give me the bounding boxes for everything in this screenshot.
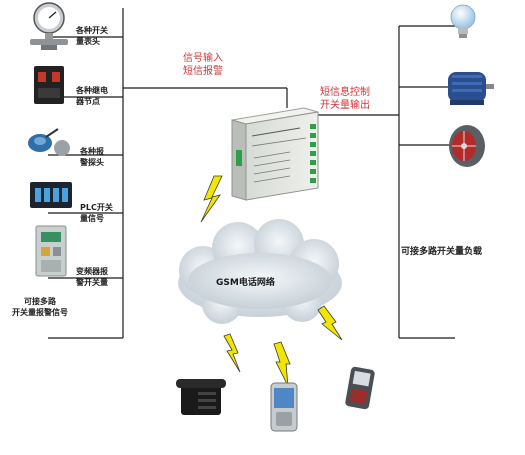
electric-motor-icon	[448, 72, 494, 105]
light-bulb-icon	[450, 4, 476, 38]
output-bus-note: 可接多路开关量负载	[401, 247, 483, 257]
relay-icon	[34, 66, 64, 104]
plc-module-icon	[30, 182, 72, 208]
mobile-phone-icon	[345, 366, 375, 410]
exhaust-fan-icon	[449, 125, 485, 167]
input-label-inverter: 变频器报 警开关量	[76, 267, 108, 287]
input-label-relay: 各种继电 器节点	[76, 86, 108, 106]
gsm-controller-device	[231, 107, 319, 201]
input-label-probe: 各种报 警探头	[80, 147, 104, 167]
inverter-icon	[35, 225, 67, 277]
signal-input-annotation: 信号输入 短信报警	[183, 53, 223, 77]
input-label-plc: PLC开关 量信号	[80, 203, 113, 223]
input-label-gauge: 各种开关 量表头	[76, 26, 108, 46]
gsm-network-cloud	[178, 219, 342, 324]
network-label: GSM电话网络	[216, 278, 275, 288]
wireless-bolt-icon	[200, 175, 343, 387]
alarm-probe-icon	[28, 128, 70, 156]
pressure-gauge-icon	[30, 2, 68, 50]
output-bus	[315, 25, 455, 339]
sms-output-annotation: 短信息控制 开关量输出	[320, 87, 370, 111]
input-bus-note: 可接多路 开关量报警信号	[12, 297, 68, 317]
pda-phone-icon	[270, 382, 298, 432]
desk-phone-icon	[176, 379, 226, 415]
